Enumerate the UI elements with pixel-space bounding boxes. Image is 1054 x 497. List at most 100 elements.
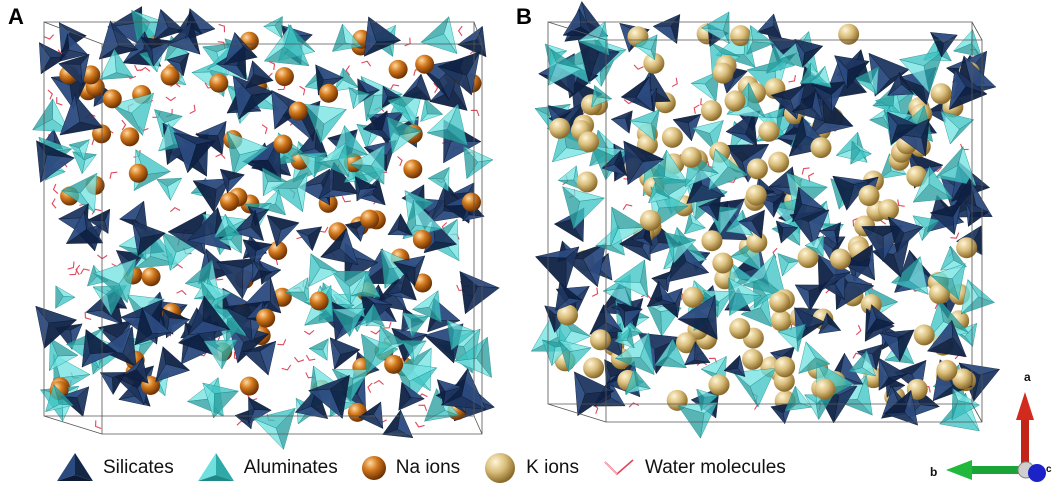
k-ion [797, 247, 819, 269]
water-molecule [457, 25, 463, 37]
silicate-tetrahedron-face [625, 110, 633, 134]
k-ion [930, 83, 952, 105]
legend-aluminates: Aluminates [196, 451, 338, 485]
aluminate-tetrahedron-face [331, 271, 371, 287]
na-ion [415, 54, 435, 74]
aluminate-tetrahedron-face [654, 356, 687, 369]
axis-triad: a b c [920, 360, 1054, 497]
silicate-tetrahedron-face [643, 224, 653, 247]
water-molecule [56, 97, 63, 106]
na-ion [273, 134, 293, 154]
water-molecule [950, 232, 960, 239]
silicate-tetrahedron-face [756, 25, 782, 38]
silicate-tetrahedron-face [188, 21, 201, 55]
k-ion [682, 286, 704, 308]
silicate-tetrahedron-face [334, 349, 360, 371]
aluminate-tetrahedron-face [930, 275, 959, 301]
silicate-tetrahedron-face [921, 118, 930, 157]
silicate-tetrahedron-face [866, 318, 895, 335]
panel-b-simulation-box [530, 0, 1001, 439]
silicate-tetrahedron-face [398, 381, 412, 411]
silicate-tetrahedron-face [775, 220, 784, 244]
na-ion [120, 127, 140, 147]
silicate-tetrahedron-face [646, 280, 663, 307]
aluminate-tetrahedron-face [921, 220, 940, 241]
aluminate-tetrahedron-face [850, 140, 861, 165]
aluminate-tetrahedron-face [692, 127, 715, 152]
na-ion [360, 209, 380, 229]
silicate-tetrahedron-face [792, 187, 802, 222]
aluminate-tetrahedron-face [87, 264, 98, 287]
aluminate-tetrahedron-face [728, 277, 736, 316]
silicate-tetrahedron-face [890, 124, 919, 146]
k-ion [768, 151, 790, 173]
silicate-tetrahedron-face [930, 202, 962, 217]
aluminate-tetrahedron-face [332, 308, 354, 338]
panel-a-label: A [8, 4, 24, 29]
aluminate-tetrahedron-face [611, 206, 646, 229]
silicate-tetrahedron-face [329, 374, 350, 420]
aluminate-tetrahedron-face [351, 291, 381, 297]
axis-b-shaft [968, 466, 1024, 474]
k-ion [838, 23, 860, 45]
aluminate-tetrahedron-face [939, 299, 969, 333]
k-ion [956, 237, 978, 259]
water-molecule [397, 156, 403, 167]
silicate-tetrahedron-face [745, 111, 758, 147]
panel-a-simulation-box [31, 6, 500, 450]
aluminate-tetrahedron-face [799, 62, 812, 84]
aluminate-tetrahedron-face [626, 327, 635, 349]
na-ion [274, 67, 294, 87]
aluminate-tetrahedron-face [550, 48, 582, 70]
silicate-tetrahedron-face [167, 211, 207, 235]
aluminate-tetrahedron-face [777, 253, 801, 264]
silicate-tetrahedron-face [242, 341, 276, 352]
k-ion [746, 158, 768, 180]
k-ion [928, 283, 950, 305]
aluminate-tetrahedron-face [308, 338, 329, 351]
na-ion [92, 124, 112, 144]
k-ion [913, 324, 935, 346]
silicate-tetrahedron-face [251, 270, 273, 283]
simulation-scene [31, 0, 1001, 450]
water-molecule [75, 264, 81, 276]
silicate-tetrahedron-face [791, 88, 817, 112]
legend-silicates-label: Silicates [103, 457, 174, 478]
aluminate-tetrahedron-face [595, 245, 625, 256]
silicate-tetrahedron-face [134, 306, 153, 346]
silicate-tetrahedron-face [58, 53, 90, 65]
water-molecule [189, 104, 196, 114]
silicate-tetrahedron-face [202, 295, 231, 330]
axis-a-arrowhead [1016, 392, 1034, 420]
na-ion [412, 229, 432, 249]
water-molecule [852, 217, 859, 227]
silicate-tetrahedron-face [238, 91, 275, 120]
aluminate-tetrahedron-face [654, 181, 671, 199]
k-ion [814, 378, 836, 400]
silicate-tetrahedron-face [423, 241, 457, 254]
aluminate-tetrahedron-face [262, 167, 288, 183]
silicate-tetrahedron-face [397, 213, 413, 236]
legend-na-ions-label: Na ions [395, 457, 461, 478]
aluminate-tetrahedron-icon [197, 453, 234, 481]
aluminate-tetrahedron-face [275, 408, 296, 450]
aluminate-tetrahedron-face [156, 177, 182, 187]
silicate-tetrahedron-face [186, 11, 203, 35]
water-molecule [95, 420, 102, 429]
k-ion [952, 368, 974, 390]
aluminate-tetrahedron-face [798, 357, 831, 374]
aluminate-tetrahedron-face [61, 173, 98, 194]
water-molecule [299, 85, 306, 96]
k-ion [701, 230, 723, 252]
silicate-tetrahedron-face [87, 208, 111, 222]
aluminate-tetrahedron-face [708, 166, 748, 191]
legend-water: Water molecules [601, 454, 786, 482]
aluminate-tetrahedron-face [650, 34, 658, 60]
aluminate-tetrahedron-face [361, 333, 379, 375]
na-ion [128, 163, 148, 183]
aluminate-tetrahedron-face [99, 72, 134, 80]
aluminate-tetrahedron-face [221, 339, 238, 370]
aluminate-tetrahedron-face [304, 103, 325, 144]
na-ion [462, 192, 482, 212]
water-molecule [51, 198, 57, 209]
